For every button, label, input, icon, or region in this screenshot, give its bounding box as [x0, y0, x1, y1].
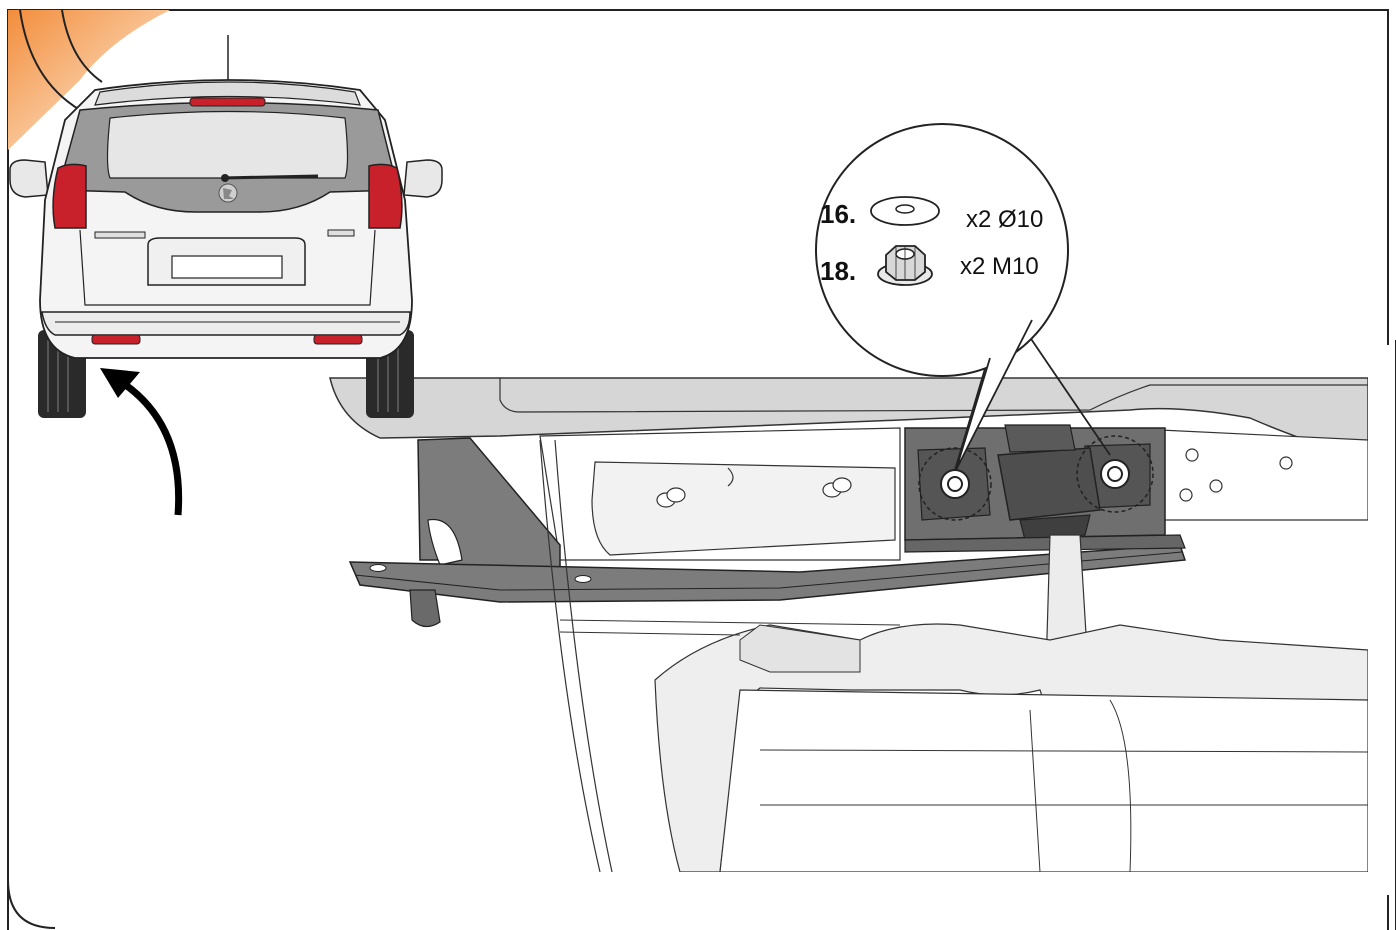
flange-nut-icon: [877, 245, 933, 286]
underbody-detail: [329, 377, 1368, 872]
hitch-crossbar: [348, 437, 1187, 628]
bolt-right-icon: [1076, 435, 1154, 513]
direction-arrow-icon: [100, 368, 183, 516]
part-16-quantity: x2 Ø10: [966, 206, 1043, 233]
washer-icon: [870, 196, 940, 226]
car-rear-view: [9, 35, 443, 418]
part-16-number: 16.: [820, 199, 856, 229]
part-18-quantity: x2 M10: [960, 253, 1039, 280]
corner-accent: [8, 9, 170, 150]
page-frame: [7, 9, 1396, 930]
brand-logo-icon: [218, 183, 238, 203]
part-18-number: 18.: [820, 256, 856, 286]
parts-callout: 16. x2 Ø10 18. x2 M10: [815, 123, 1111, 471]
